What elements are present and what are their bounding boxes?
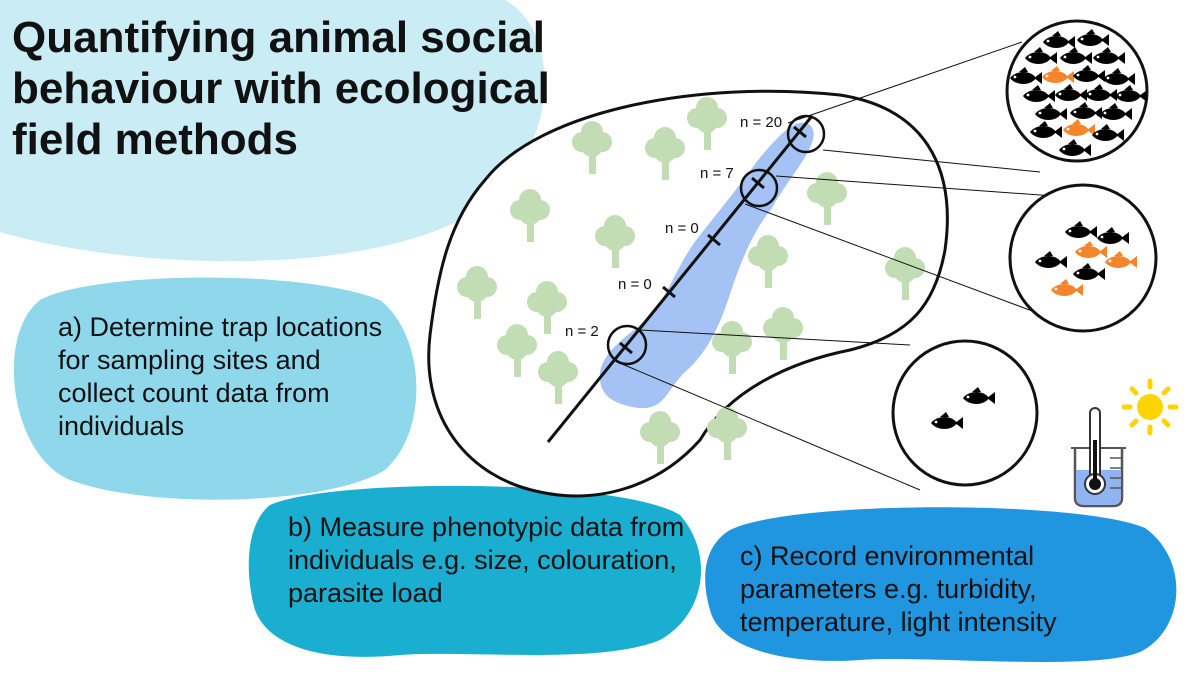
trap-count-label: n = 0 xyxy=(618,276,652,293)
stream xyxy=(599,122,814,409)
transect-line xyxy=(546,115,814,443)
step-b-text: b) Measure phenotypic data from individu… xyxy=(288,512,685,608)
thermometer-beaker-icon xyxy=(1071,407,1126,508)
title-blob xyxy=(0,0,545,262)
trap-count-label: n = 7 xyxy=(700,165,734,182)
page-title: Quantifying animal social behaviour with… xyxy=(12,13,550,164)
zoom-connectors xyxy=(621,41,1083,491)
step-a-text: a) Determine trap locations for sampling… xyxy=(58,312,383,441)
trap-circle-2 xyxy=(739,168,779,208)
step-a-blob xyxy=(13,277,417,500)
zoom-circle-medium-school xyxy=(1008,183,1158,333)
trap-circle-5 xyxy=(606,324,648,366)
step-c-blob xyxy=(705,507,1177,663)
sun-icon xyxy=(1121,378,1179,436)
step-c-text: c) Record environmental parameters e.g. … xyxy=(740,541,1057,637)
trap-count-label: n = 0 xyxy=(665,220,699,237)
trap-circle-1 xyxy=(786,114,826,154)
trap-ticks xyxy=(619,125,807,355)
trap-count-label: n = 2 xyxy=(565,323,599,340)
zoom-circle-small-school xyxy=(891,339,1039,487)
step-b-blob xyxy=(248,485,702,657)
trap-count-label: n = 20 xyxy=(740,114,782,131)
